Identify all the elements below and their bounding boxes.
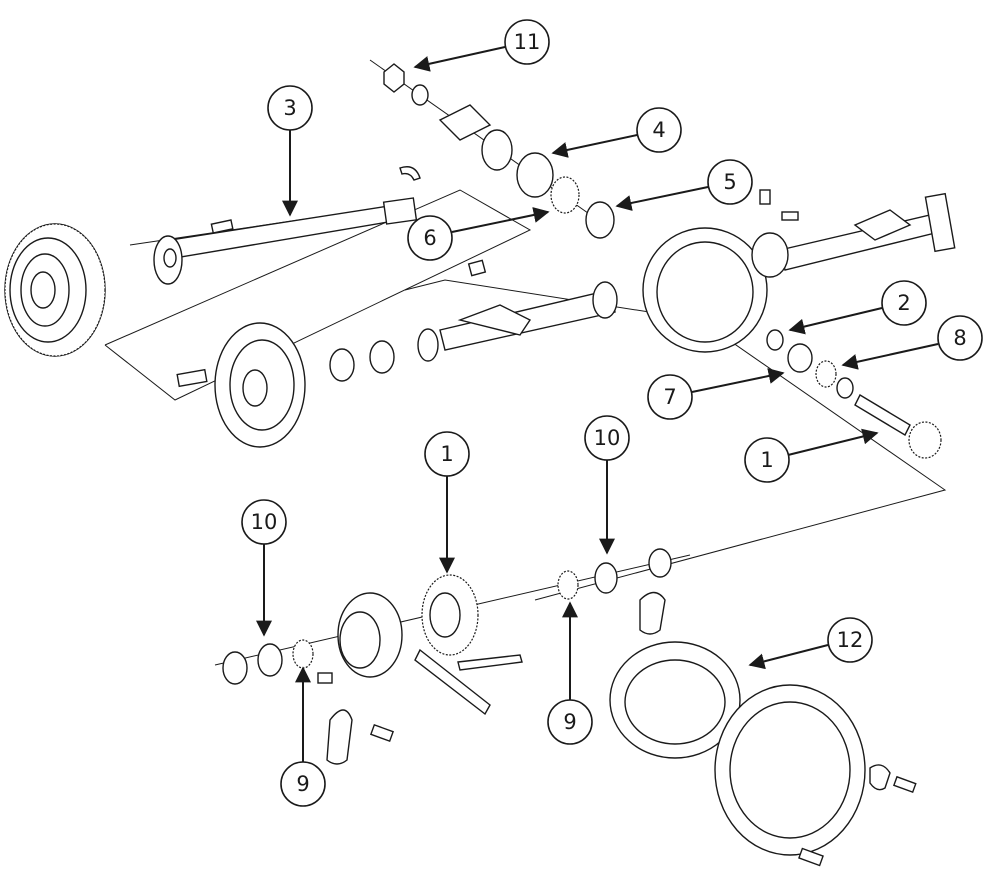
svg-text:6: 6	[423, 226, 436, 250]
svg-text:3: 3	[283, 96, 296, 120]
cover-and-gasket	[609, 641, 917, 867]
callout-8: 8	[841, 315, 983, 370]
svg-text:7: 7	[663, 385, 676, 409]
svg-text:1: 1	[760, 448, 773, 472]
callout-1-ring-gear: 1	[424, 431, 470, 574]
callout-2: 2	[788, 280, 927, 335]
pinion-bearing-parts	[766, 329, 942, 459]
svg-text:10: 10	[251, 510, 278, 534]
svg-text:5: 5	[723, 170, 736, 194]
callout-6: 6	[407, 207, 550, 261]
callout-12: 12	[748, 617, 873, 670]
callout-11: 11	[413, 19, 550, 72]
callout-9-right: 9	[547, 601, 593, 745]
callout-10-left: 10	[241, 499, 287, 637]
callout-10-right: 10	[584, 415, 630, 555]
callout-9-left: 9	[280, 666, 326, 807]
callout-7: 7	[647, 368, 785, 420]
svg-text:4: 4	[652, 118, 665, 142]
svg-text:9: 9	[296, 772, 309, 796]
differential-parts	[222, 548, 672, 765]
svg-text:9: 9	[563, 710, 576, 734]
callout-1-pinion: 1	[744, 428, 879, 483]
svg-text:11: 11	[514, 30, 541, 54]
svg-text:8: 8	[953, 326, 966, 350]
brake-drum	[4, 223, 106, 357]
callout-4: 4	[551, 107, 682, 158]
svg-text:12: 12	[837, 628, 864, 652]
callout-5: 5	[615, 159, 753, 211]
svg-text:2: 2	[897, 291, 910, 315]
svg-text:10: 10	[594, 426, 621, 450]
svg-text:1: 1	[440, 442, 453, 466]
axle-shaft	[153, 166, 421, 285]
callout-3: 3	[267, 85, 313, 217]
pinion-yoke-parts	[383, 63, 615, 239]
axle-housing	[439, 189, 956, 353]
brake-backing-plate	[176, 259, 487, 448]
